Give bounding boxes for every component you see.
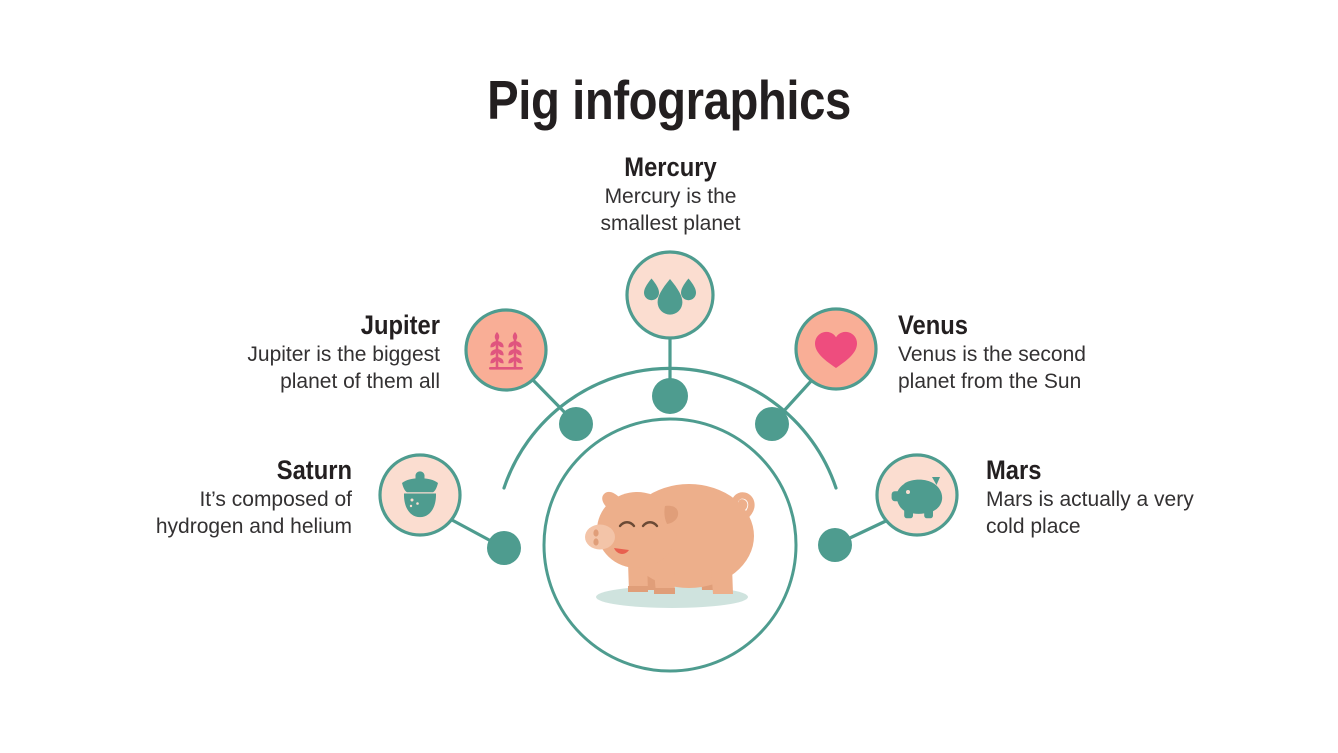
label-title-mercury: Mercury xyxy=(624,152,717,182)
label-title-saturn: Saturn xyxy=(276,455,352,485)
label-desc-mars: Mars is actually a very cold place xyxy=(986,488,1194,538)
arc-node-dots xyxy=(487,378,852,565)
label-desc-mercury: Mercury is the smallest planet xyxy=(600,185,741,235)
page-title: Pig infographics xyxy=(487,69,851,131)
node-dot-mercury[interactable] xyxy=(652,378,688,414)
heart-icon xyxy=(814,331,858,368)
label-desc-saturn: It’s composed of hydrogen and helium xyxy=(155,488,352,538)
label-mercury: Mercury Mercury is the smallest planet xyxy=(498,152,843,238)
label-venus: Venus Venus is the second planet from th… xyxy=(898,310,1228,396)
icon-bubble-mercury[interactable] xyxy=(625,250,715,340)
node-dot-saturn[interactable] xyxy=(487,531,521,565)
icon-bubble-venus[interactable] xyxy=(794,307,878,391)
icon-bubble-jupiter[interactable] xyxy=(464,308,548,392)
label-jupiter: Jupiter Jupiter is the biggest planet of… xyxy=(128,310,440,396)
node-dot-mars[interactable] xyxy=(818,528,852,562)
piggy-bank-icon xyxy=(891,477,943,519)
water-drops-icon xyxy=(644,278,696,315)
pig-illustration xyxy=(585,484,755,608)
acorn-icon xyxy=(402,471,438,518)
wheat-stalks-icon xyxy=(489,332,523,370)
label-saturn: Saturn It’s composed of hydrogen and hel… xyxy=(56,455,352,541)
icon-bubble-saturn[interactable] xyxy=(378,453,462,537)
label-title-jupiter: Jupiter xyxy=(360,310,440,340)
node-dot-venus[interactable] xyxy=(755,407,789,441)
label-mars: Mars Mars is actually a very cold place xyxy=(986,455,1286,541)
inner-circle xyxy=(542,417,798,673)
icon-bubble-mars[interactable] xyxy=(875,453,959,537)
label-desc-venus: Venus is the second planet from the Sun xyxy=(898,343,1086,393)
node-dot-jupiter[interactable] xyxy=(559,407,593,441)
label-title-venus: Venus xyxy=(898,310,969,340)
label-desc-jupiter: Jupiter is the biggest planet of them al… xyxy=(247,343,440,393)
label-title-mars: Mars xyxy=(986,455,1042,485)
